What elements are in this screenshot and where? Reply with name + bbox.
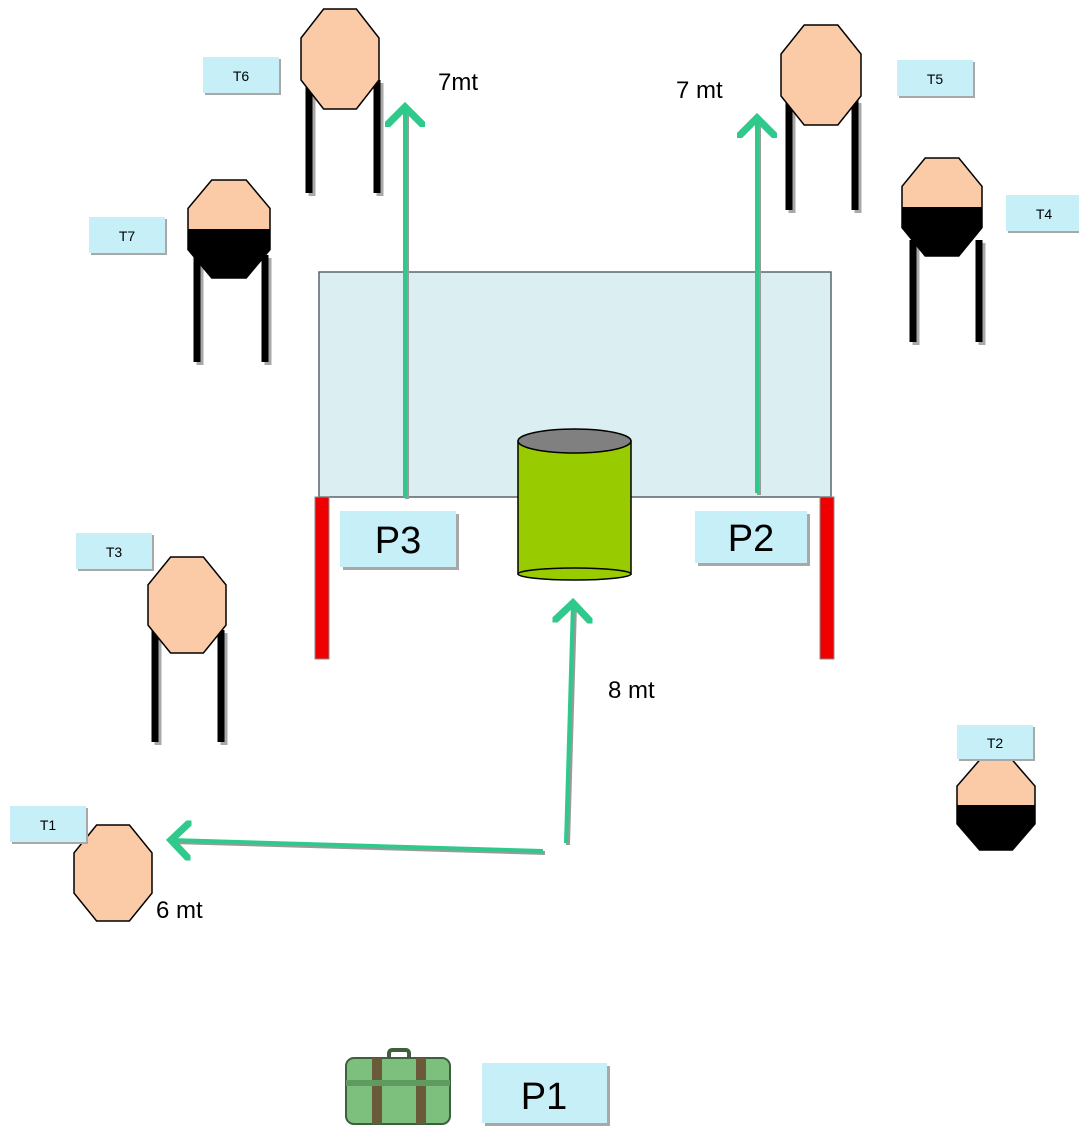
suitcase-strap-right xyxy=(416,1058,426,1124)
arrow-p1-to-barrel-shadow xyxy=(566,604,577,846)
label-t5: T5 xyxy=(897,60,975,98)
barrel-top xyxy=(517,428,632,454)
label-t7-text: T7 xyxy=(119,228,136,244)
position-labels: P3 P2 P1 xyxy=(340,511,810,1126)
target-t6 xyxy=(300,8,384,196)
target-t7 xyxy=(187,179,272,365)
red-post-right xyxy=(819,496,835,660)
target-black-half xyxy=(957,805,1035,850)
distance-p1-t1: 6 mt xyxy=(156,897,203,924)
label-t4-text: T4 xyxy=(1036,206,1053,222)
suitcase-band xyxy=(346,1080,450,1086)
target-labels: T1 T2 T3 T4 T5 T6 T7 xyxy=(10,57,1079,844)
position-p1: P1 xyxy=(482,1063,610,1126)
target-face xyxy=(780,24,862,126)
label-t1-text: T1 xyxy=(40,817,57,833)
target-face xyxy=(300,8,380,110)
red-posts xyxy=(314,496,835,660)
position-p2: P2 xyxy=(695,511,810,566)
target-face xyxy=(147,556,227,654)
red-post-left xyxy=(314,496,330,660)
label-t7: T7 xyxy=(89,217,167,255)
barrel-body xyxy=(517,440,632,575)
distance-p2: 7 mt xyxy=(676,77,723,104)
label-t3-text: T3 xyxy=(106,544,123,560)
label-t6: T6 xyxy=(203,57,281,95)
position-p1-text: P1 xyxy=(521,1076,567,1118)
arrow-p1-to-barrel xyxy=(566,603,573,844)
label-t4: T4 xyxy=(1006,195,1079,233)
label-t1: T1 xyxy=(10,806,88,844)
target-black-half xyxy=(902,207,982,256)
label-t2: T2 xyxy=(957,725,1035,761)
target-t4 xyxy=(901,157,986,345)
target-t1 xyxy=(73,824,153,922)
suitcase-body xyxy=(345,1057,451,1125)
label-t5-text: T5 xyxy=(927,71,944,87)
barrel-icon xyxy=(517,428,632,581)
arrow-p1-to-t1 xyxy=(171,840,544,851)
suitcase-strap-left xyxy=(372,1058,382,1124)
position-p3-text: P3 xyxy=(375,520,421,562)
label-t2-text: T2 xyxy=(987,735,1004,751)
position-p3: P3 xyxy=(340,511,459,570)
target-black-half xyxy=(188,229,270,278)
suitcase-icon xyxy=(345,1048,451,1125)
distance-p3: 7mt xyxy=(438,69,478,96)
target-t5 xyxy=(780,24,862,213)
target-t3 xyxy=(147,556,228,745)
label-t3: T3 xyxy=(76,533,154,571)
distance-labels: 7mt 7 mt 8 mt 6 mt xyxy=(156,69,723,924)
target-face xyxy=(73,824,153,922)
position-p2-text: P2 xyxy=(728,518,774,560)
distance-p1-barrel: 8 mt xyxy=(608,677,655,704)
label-t6-text: T6 xyxy=(233,68,250,84)
barrel-bottom xyxy=(517,567,632,581)
arrows xyxy=(171,107,759,853)
target-t2 xyxy=(956,759,1036,851)
